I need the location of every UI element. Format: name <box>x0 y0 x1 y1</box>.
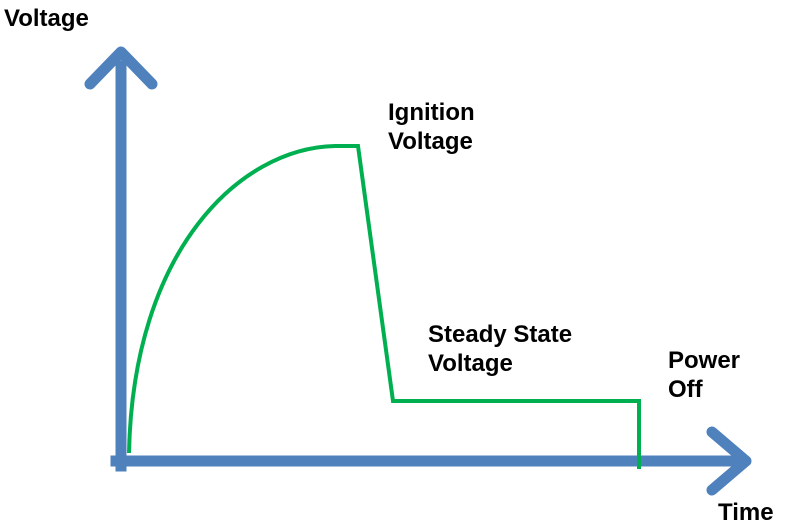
y-axis-arrowhead <box>84 46 158 90</box>
power-off-label-line-2: Off <box>668 376 703 403</box>
steady-state-label-line-2: Voltage <box>428 350 513 377</box>
voltage-curve <box>127 144 641 469</box>
steady-state-label-line-1: Steady State <box>428 321 573 348</box>
steady-state-voltage-label: Steady State Voltage <box>428 320 572 378</box>
ignition-voltage-label: Ignition Voltage <box>388 98 475 156</box>
power-off-label: Power Off <box>668 346 740 404</box>
y-axis <box>84 46 158 472</box>
x-axis-label: Time <box>718 499 774 526</box>
ignition-label-line-2: Voltage <box>388 128 473 155</box>
x-axis <box>110 426 752 496</box>
y-axis-label: Voltage <box>4 5 89 32</box>
power-off-label-line-1: Power <box>668 347 741 374</box>
ignition-label-line-1: Ignition <box>388 99 475 126</box>
x-axis-arrowhead <box>706 426 752 496</box>
